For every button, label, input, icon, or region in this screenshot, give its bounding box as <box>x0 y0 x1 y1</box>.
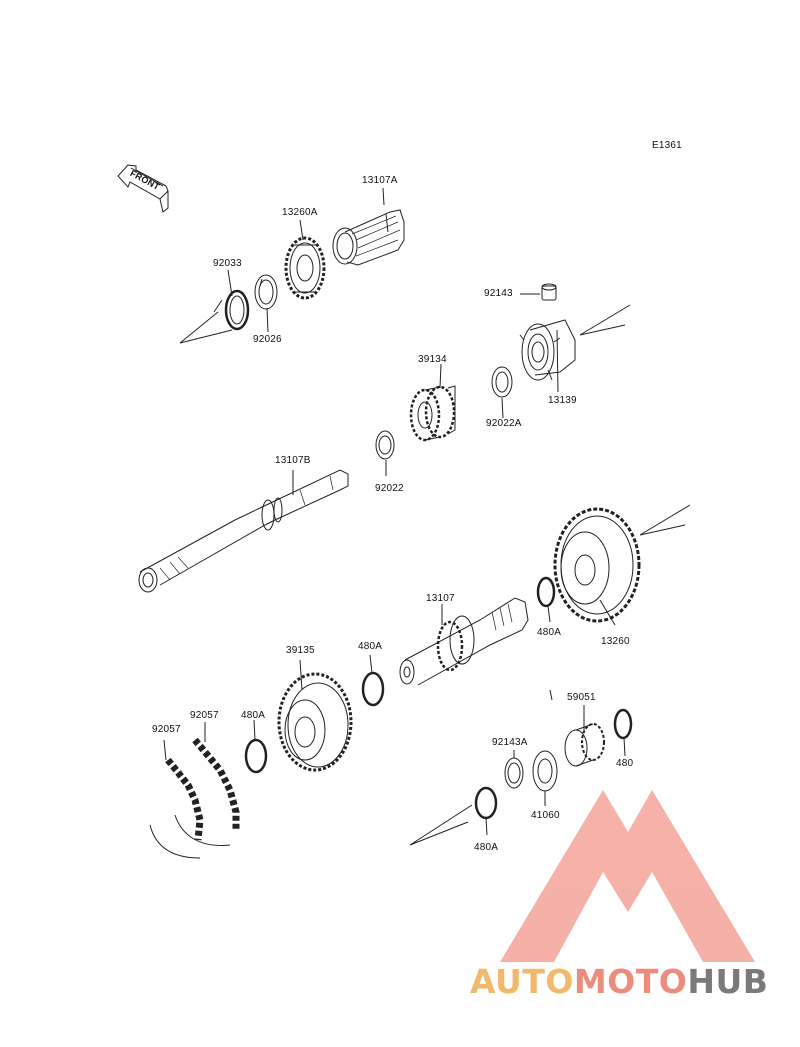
circlip-480A-4 <box>474 786 498 836</box>
washer-92022A <box>491 366 513 398</box>
gear-13260 <box>553 507 641 626</box>
leader-arrow <box>579 304 631 336</box>
part-label-13139[interactable]: 13139 <box>548 395 577 406</box>
part-label-13107B[interactable]: 13107B <box>275 455 311 466</box>
part-label-92143[interactable]: 92143 <box>484 288 513 299</box>
chain-92057-2 <box>174 722 240 846</box>
sleeve-59051 <box>564 705 605 767</box>
part-label-13260A[interactable]: 13260A <box>282 207 318 218</box>
diagram-code: E1361 <box>652 140 682 151</box>
shaft-13107B <box>138 469 349 593</box>
part-label-92057-2[interactable]: 92057 <box>190 710 219 721</box>
part-label-13260[interactable]: 13260 <box>601 636 630 647</box>
bushing-41060 <box>532 750 558 806</box>
part-label-13107A[interactable]: 13107A <box>362 175 398 186</box>
watermark-text-moto: MOTO <box>573 962 688 1001</box>
front-arrow-icon <box>117 164 169 213</box>
part-label-480A-1[interactable]: 480A <box>537 627 562 638</box>
gear-39134 <box>409 385 456 442</box>
washer-92143A <box>504 750 524 789</box>
leader-arrow <box>409 804 473 846</box>
gear-39135 <box>277 659 353 772</box>
washer-92026 <box>254 274 278 310</box>
circlip-480A-2 <box>361 654 385 707</box>
washer-92022 <box>375 430 395 460</box>
part-label-480A-3[interactable]: 480A <box>241 710 266 721</box>
part-label-92033[interactable]: 92033 <box>213 258 242 269</box>
part-label-480A-2[interactable]: 480A <box>358 641 383 652</box>
leader-arrow <box>639 504 691 536</box>
gear-13260A <box>284 236 326 300</box>
leader-arrow <box>179 311 233 344</box>
circlip-480 <box>613 708 633 757</box>
circlip-480A-3 <box>244 719 268 774</box>
part-label-92026[interactable]: 92026 <box>253 334 282 345</box>
part-label-59051[interactable]: 59051 <box>567 692 596 703</box>
collar-92143 <box>520 283 557 301</box>
circlip-92033 <box>213 289 250 331</box>
sleeve-13107A <box>332 209 405 266</box>
hub-13139 <box>519 319 576 381</box>
circlip-480A-1 <box>536 576 556 623</box>
watermark-text-hub: HUB <box>687 962 769 1001</box>
part-label-92022[interactable]: 92022 <box>375 483 404 494</box>
part-label-39134[interactable]: 39134 <box>418 354 447 365</box>
part-label-480[interactable]: 480 <box>616 758 634 769</box>
part-label-480A-4[interactable]: 480A <box>474 842 499 853</box>
watermark-text-auto: AUTO <box>470 962 574 1001</box>
part-label-92022A[interactable]: 92022A <box>486 418 522 429</box>
part-label-92143A[interactable]: 92143A <box>492 737 528 748</box>
part-label-92057-1[interactable]: 92057 <box>152 724 181 735</box>
part-label-41060[interactable]: 41060 <box>531 810 560 821</box>
shaft-13107 <box>399 597 529 686</box>
chain-92057-1 <box>149 739 204 859</box>
watermark-text: AUTOMOTOHUB <box>470 962 768 1001</box>
part-label-13107[interactable]: 13107 <box>426 593 455 604</box>
part-label-39135[interactable]: 39135 <box>286 645 315 656</box>
